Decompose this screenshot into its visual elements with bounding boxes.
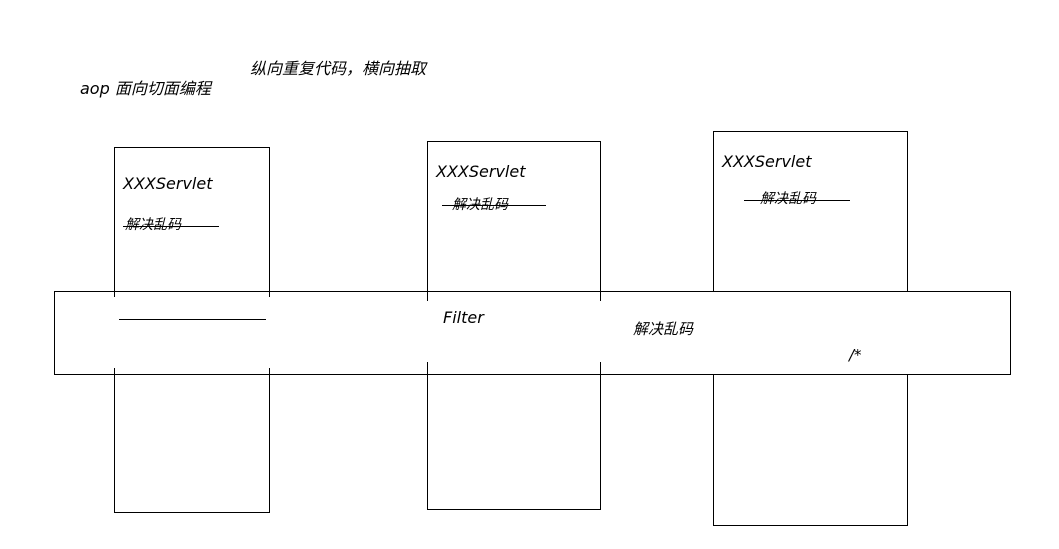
- strike-line-3: [744, 200, 850, 201]
- servlet-2-left-edge-through-filter: [427, 291, 428, 301]
- servlet-title-3: XXXServlet: [722, 152, 812, 171]
- servlet-1-right-edge-bottom: [269, 368, 270, 375]
- servlet-action-3: 解决乱码: [760, 191, 816, 207]
- servlet-1-left-edge-through-filter: [114, 291, 115, 297]
- servlet-2-right-edge-bottom: [600, 362, 601, 375]
- filter-band: Filter 解决乱码 /*: [54, 291, 1011, 375]
- servlet-box-1-bottom: [114, 368, 270, 513]
- servlet-box-3-top: XXXServlet 解决乱码: [713, 131, 908, 297]
- filter-divider-line: [119, 319, 266, 320]
- servlet-action-1: 解决乱码: [125, 217, 181, 233]
- servlet-title-2: XXXServlet: [436, 162, 526, 181]
- servlet-action-2: 解决乱码: [452, 197, 508, 213]
- servlet-box-2-bottom: [427, 362, 601, 510]
- servlet-1-right-edge-through-filter: [269, 291, 270, 297]
- filter-title: Filter: [443, 308, 484, 327]
- servlet-box-1-top: XXXServlet 解决乱码: [114, 147, 270, 297]
- servlet-title-1: XXXServlet: [123, 174, 213, 193]
- servlet-2-right-edge-through-filter: [600, 291, 601, 301]
- strike-line-2: [442, 205, 546, 206]
- filter-pattern: /*: [849, 346, 862, 364]
- cross-cut-note: 纵向重复代码，横向抽取: [250, 59, 427, 78]
- strike-line-1: [123, 226, 219, 227]
- servlet-box-3-bottom: [713, 374, 908, 526]
- filter-action: 解决乱码: [633, 320, 694, 338]
- servlet-1-left-edge-bottom: [114, 368, 115, 375]
- aop-note: aop 面向切面编程: [80, 79, 211, 98]
- servlet-box-2-top: XXXServlet 解决乱码: [427, 141, 601, 301]
- servlet-2-left-edge-bottom: [427, 362, 428, 375]
